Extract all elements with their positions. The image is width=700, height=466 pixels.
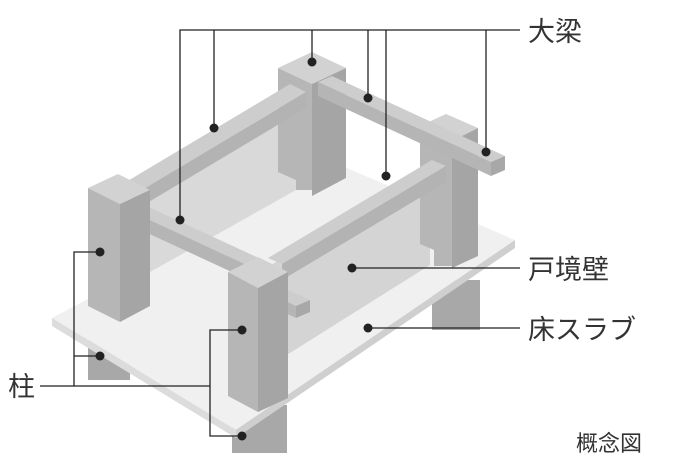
beam-front [268, 160, 446, 264]
column-back-right [420, 114, 478, 268]
label-beam: 大梁 [528, 17, 582, 48]
column-back-left [278, 52, 346, 196]
beam-leaders [175, 29, 520, 225]
beams [116, 76, 505, 318]
label-slab: 床スラブ [528, 315, 636, 346]
label-wall: 戸境壁 [528, 255, 609, 286]
slab-edge-right [236, 240, 515, 438]
column-front-left [88, 174, 150, 322]
slab-leader [363, 323, 520, 333]
beam-right [318, 76, 505, 162]
column-leaders [40, 247, 247, 441]
beam-left [128, 204, 276, 272]
wall-leader [347, 263, 520, 273]
column-front-middle [228, 257, 288, 412]
beam-back [116, 84, 306, 196]
label-caption: 概念図 [576, 432, 642, 457]
slab-edge-left [52, 318, 236, 438]
label-column: 柱 [8, 372, 35, 403]
